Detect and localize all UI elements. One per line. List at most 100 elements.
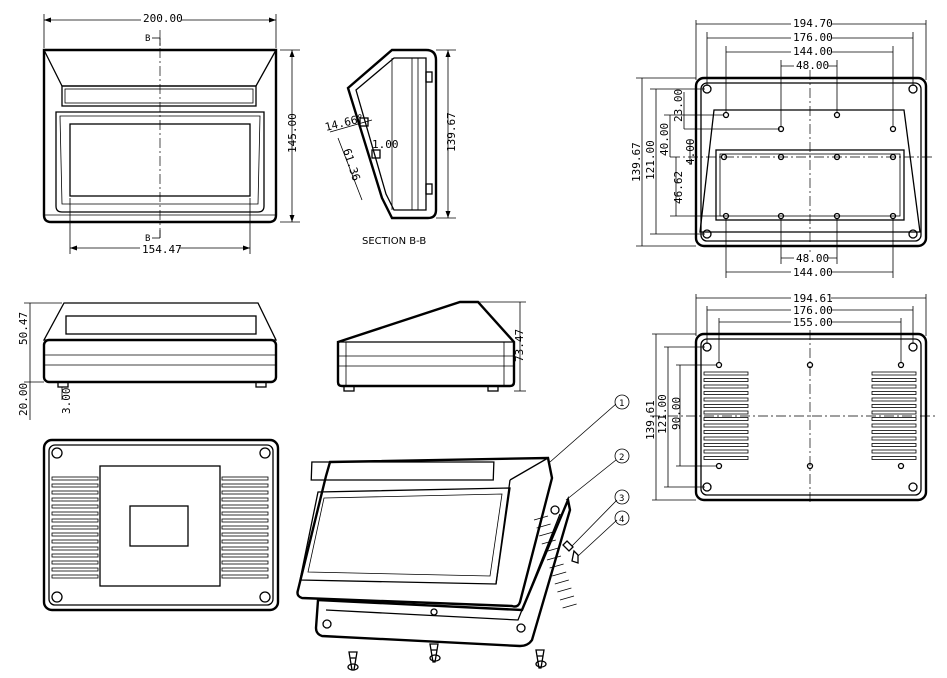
top-right-view: 194.70 176.00 144.00 48.00 139.67 121.00… <box>630 17 935 279</box>
vent-slot <box>51 553 99 558</box>
dim-tr-h6: 4.00 <box>684 139 697 166</box>
vent-slot <box>51 546 99 551</box>
dim-br-w1: 194.61 <box>793 292 833 305</box>
exploded-tray-rim <box>325 513 561 621</box>
vent-slot <box>871 456 917 460</box>
vent-slot <box>51 574 99 579</box>
vent-slot <box>871 371 917 376</box>
dim-height-145: 145.00 <box>286 113 299 153</box>
vent-slot <box>221 567 269 572</box>
callout-1: 1 <box>619 399 624 409</box>
vent-slot <box>221 497 269 502</box>
vent-slot <box>51 490 99 495</box>
vent-slot <box>221 574 269 579</box>
vent-slot <box>703 456 749 460</box>
dim-br-h1: 139.61 <box>644 400 657 440</box>
label-bg <box>791 31 831 42</box>
dim-depth-line <box>337 137 363 201</box>
label-bg <box>791 292 831 303</box>
vent-slot <box>546 555 562 561</box>
dim-sf-h3: 3.00 <box>60 388 73 415</box>
vent-slot <box>703 378 749 382</box>
exploded-edge <box>509 457 549 481</box>
vent-slot <box>221 560 269 565</box>
exploded-tray <box>314 495 572 648</box>
vent-slot <box>221 483 269 488</box>
vent-slot <box>221 476 269 481</box>
bottom-left-outline <box>42 438 280 612</box>
leader-line <box>577 519 618 557</box>
side-front-body <box>42 338 278 384</box>
leader-line <box>571 499 618 547</box>
dim-depth: 61.36 <box>340 147 363 183</box>
vent-slot <box>871 404 917 408</box>
bottom-left-label-area <box>129 505 189 547</box>
vent-slot <box>871 417 917 421</box>
vent-slot <box>221 525 269 530</box>
front-display-strip <box>61 85 257 107</box>
callout-circle <box>614 489 630 505</box>
vent-slot <box>549 563 564 569</box>
vent-slot <box>703 384 749 389</box>
dim-wall: 1.00 <box>372 138 399 151</box>
dim-tr-bw1: 48.00 <box>796 252 829 265</box>
front-bezel-inner <box>59 115 261 205</box>
screw-icon <box>535 649 547 669</box>
exploded-bezel <box>299 487 511 585</box>
label-bg <box>140 243 180 254</box>
section-boss <box>425 71 433 83</box>
vent-slot <box>871 384 917 389</box>
side-view: 73.47 <box>336 300 526 392</box>
label-bg <box>141 12 181 24</box>
bottom-left-center-plate <box>99 465 221 587</box>
section-outline <box>346 48 438 220</box>
screw-icon <box>562 540 579 564</box>
front-bezel <box>55 111 265 213</box>
side-front-foot <box>57 381 69 388</box>
vent-slot <box>51 539 99 544</box>
vent-slot <box>871 430 917 434</box>
vent-slot <box>51 497 99 502</box>
bottom-right-view: 194.61 176.00 155.00 139.61 121.00 90.00 <box>644 292 935 505</box>
label-bg <box>791 316 831 327</box>
front-view: B B 200.00 145.00 154.47 <box>42 12 300 256</box>
vent-slot <box>703 423 749 428</box>
vent-slot <box>871 397 917 402</box>
vent-slot <box>51 567 99 572</box>
exploded-view: 1 2 3 4 <box>296 394 630 671</box>
dim-tr-w4: 48.00 <box>796 59 829 72</box>
section-boss <box>425 183 433 195</box>
dim-br-w2: 176.00 <box>793 304 833 317</box>
label-bg <box>791 266 831 277</box>
vent-slot <box>703 430 749 434</box>
bottom-left-view <box>42 438 280 612</box>
side-foot <box>343 385 355 392</box>
vent-slot <box>871 423 917 428</box>
vent-slot <box>51 483 99 488</box>
section-label: SECTION B-B <box>362 236 426 247</box>
bottom-right-vents <box>703 371 917 460</box>
vent-slot <box>541 539 556 545</box>
vent-slot <box>557 587 572 593</box>
exploded-cover <box>296 456 554 608</box>
front-display-strip-inner <box>64 88 254 104</box>
dim-tr-h5: 46.62 <box>672 171 685 204</box>
vent-slot <box>536 523 551 529</box>
vent-slot <box>221 532 269 537</box>
section-clip <box>359 117 369 127</box>
vent-slot <box>539 531 554 537</box>
dim-width-200: 200.00 <box>143 12 183 25</box>
callout-circle <box>614 510 630 526</box>
dim-tr-w3: 144.00 <box>793 45 833 58</box>
callout-circle <box>614 448 630 464</box>
dim-section-height: 139.67 <box>445 112 458 152</box>
exploded-edge <box>495 479 511 585</box>
dim-tr-h1: 139.67 <box>630 142 643 182</box>
vent-slot <box>533 515 549 521</box>
dim-sf-h1: 50.47 <box>17 312 30 345</box>
dim-tr-h4: 23.00 <box>672 89 685 122</box>
section-clip <box>371 149 381 159</box>
callout-3: 3 <box>619 494 624 504</box>
